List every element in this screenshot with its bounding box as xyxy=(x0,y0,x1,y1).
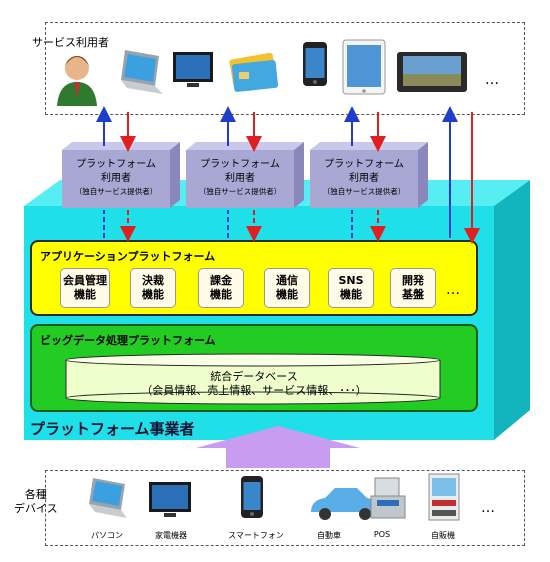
car-icon xyxy=(311,488,379,520)
person-icon xyxy=(57,56,97,106)
platform-user-subtitle: （独自サービス提供者） xyxy=(198,187,282,196)
device-label-pos: POS xyxy=(373,530,391,539)
bigdata-platform-title: ビッグデータ処理プラットフォーム xyxy=(40,334,216,347)
device-label-appliance: 家電機器 xyxy=(155,531,187,540)
function-billing: 課金 機能 xyxy=(198,268,244,308)
platform-user-3: プラットフォーム 利用者 （独自サービス提供者） xyxy=(312,150,430,208)
function-communication: 通信 機能 xyxy=(264,268,310,308)
vending-machine-icon xyxy=(428,473,460,521)
application-platform-title: アプリケーションプラットフォーム xyxy=(40,250,216,263)
app-platform-ellipsis: … xyxy=(446,282,460,298)
tv-icon xyxy=(173,52,213,87)
function-dev-platform: 開発 基盤 xyxy=(390,268,436,308)
function-payment: 決裁 機能 xyxy=(130,268,176,308)
platform-user-subtitle: （独自サービス提供者） xyxy=(74,187,158,196)
service-users-region xyxy=(45,22,525,115)
service-user-icons: … xyxy=(57,39,499,106)
service-users-label: サービス利用者 xyxy=(32,36,109,49)
smartphone-icon xyxy=(241,476,263,518)
laptop-icon xyxy=(121,50,163,94)
platform-operator-label: プラットフォーム事業者 xyxy=(30,420,195,438)
function-member-management: 会員管理 機能 xyxy=(60,268,110,308)
platform-user-title: プラットフォーム 利用者 xyxy=(324,159,404,184)
tv-icon xyxy=(149,482,191,517)
tablet-icon xyxy=(342,39,386,95)
devices-label: 各種 デバイス xyxy=(14,488,58,515)
database-contents: （会員情報、売上情報、サービス情報、･･･） xyxy=(141,384,367,397)
platform-user-subtitle: （独自サービス提供者） xyxy=(322,187,406,196)
device-label-vending: 自販機 xyxy=(431,531,455,540)
device-icons: … xyxy=(89,473,495,521)
function-sns: SNS 機能 xyxy=(328,268,374,308)
devices-region xyxy=(45,470,525,546)
devices-ellipsis: … xyxy=(481,500,495,516)
device-label-smartphone: スマートフォン xyxy=(228,531,284,540)
pos-terminal-icon xyxy=(370,477,406,519)
platform-user-title: プラットフォーム 利用者 xyxy=(200,159,280,184)
database-title: 統合データベース xyxy=(210,370,298,383)
big-up-arrow xyxy=(196,426,360,468)
platform-user-2: プラットフォーム 利用者 （独自サービス提供者） xyxy=(188,150,306,208)
device-label-car: 自動車 xyxy=(317,531,341,540)
platform-user-title: プラットフォーム 利用者 xyxy=(76,159,156,184)
smartphone-icon xyxy=(303,42,327,86)
credit-card-icon xyxy=(229,52,279,92)
database-icon xyxy=(65,353,441,405)
car-navigation-icon xyxy=(397,52,467,92)
platform-user-1: プラットフォーム 利用者 （独自サービス提供者） xyxy=(64,150,182,208)
laptop-icon xyxy=(89,478,127,518)
device-label-pc: パソコン xyxy=(91,531,123,540)
service-users-ellipsis: … xyxy=(485,72,499,88)
